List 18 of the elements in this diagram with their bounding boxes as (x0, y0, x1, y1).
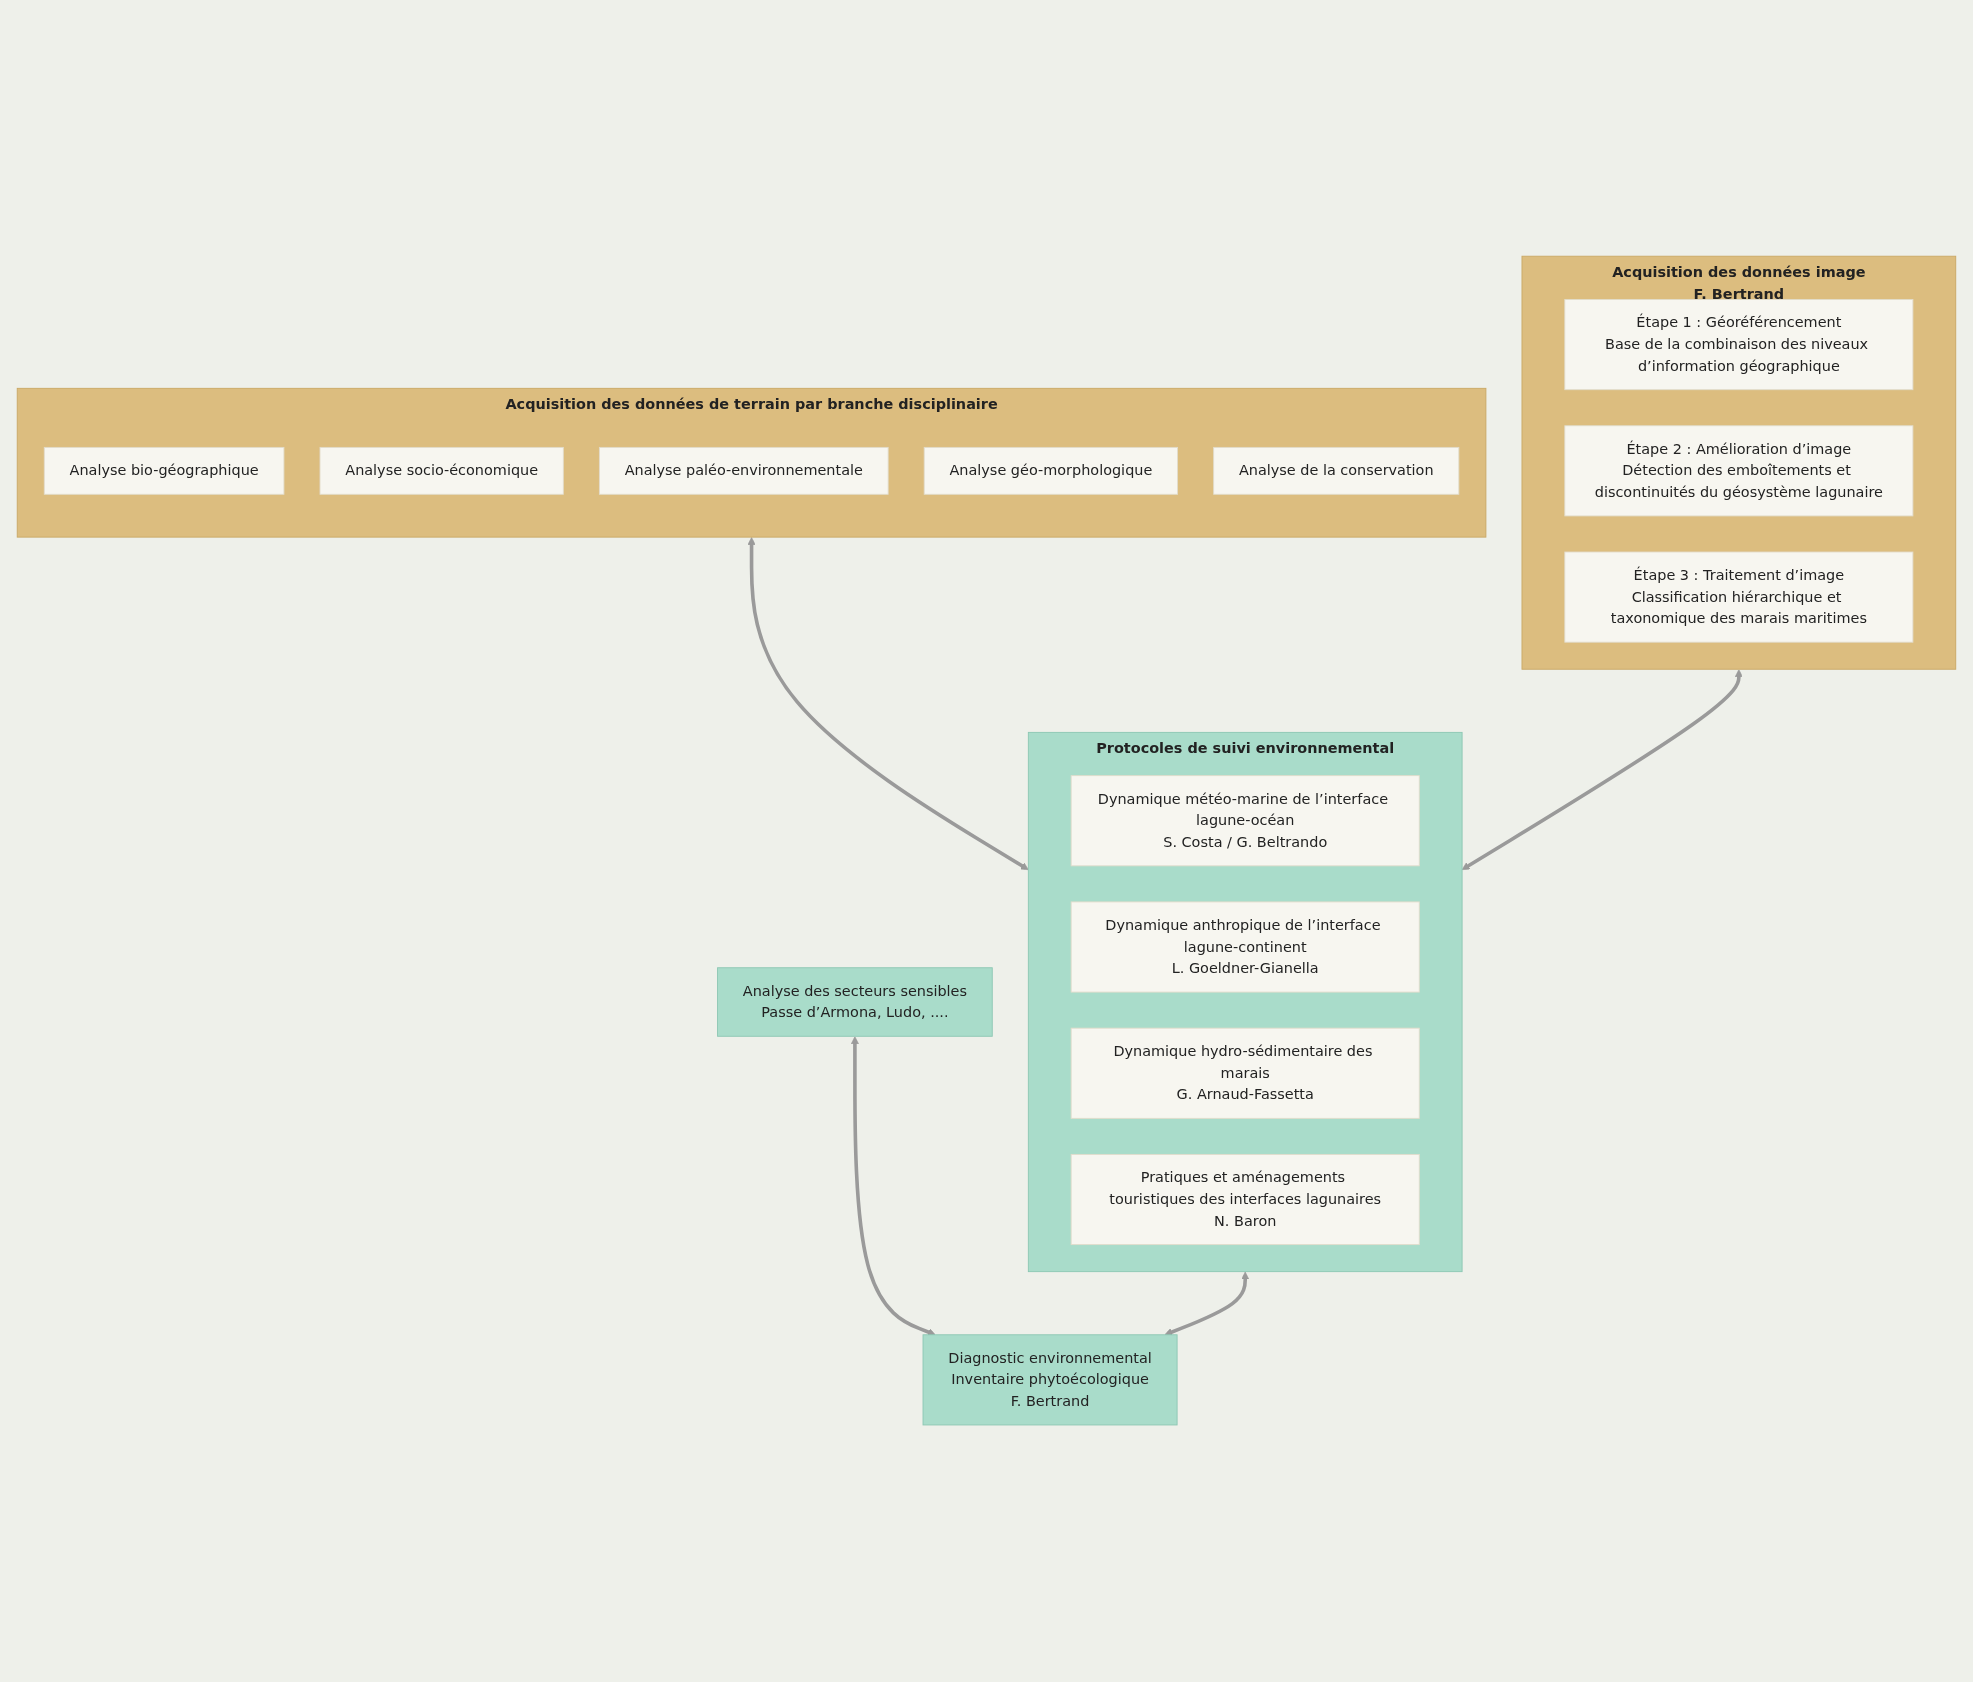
node-box: Dynamique hydro-sédimentaire des marais G. Arnaud-Fassetta (1070, 1028, 1420, 1120)
arrow (1461, 669, 1743, 871)
arrow (1164, 1272, 1250, 1337)
arrow (850, 1036, 936, 1337)
node-box: Analyse paléo-environnementale (598, 447, 889, 496)
node-box: Pratiques et aménagements touristiques des interfaces lagunaires N. Baron (1070, 1154, 1420, 1246)
node-box: Dynamique météo-marine de l’interface lagune-océan S. Costa / G. Beltrando (1070, 775, 1420, 867)
node-box: Analyse de la conservation (1213, 447, 1460, 496)
node-box: Diagnostic environnemental Inventaire phytoécologique F. Bertrand (922, 1334, 1178, 1426)
arrow (747, 537, 1029, 871)
node-box: Étape 1 : Géoréférencement Base de la combinaison des niveaux d’information géographique (1564, 299, 1914, 391)
node-box: Analyse des secteurs sensibles Passe d’Armona, Ludo, .... (717, 967, 993, 1038)
node-box: Dynamique anthropique de l’interface lagune-continent L. Goeldner-Gianella (1070, 901, 1420, 993)
node-box: Analyse géo-morphologique (923, 447, 1179, 496)
node-box: Analyse socio-économique (319, 447, 564, 496)
node-box: Étape 3 : Traitement d’image Classification hiérarchique et taxonomique des marais maritimes (1564, 551, 1914, 644)
node-box: Étape 2 : Amélioration d’image Détection des emboîtements et discontinuités du géosystème lagunaire (1564, 425, 1914, 517)
node-box: Analyse bio-géographique (43, 447, 285, 496)
